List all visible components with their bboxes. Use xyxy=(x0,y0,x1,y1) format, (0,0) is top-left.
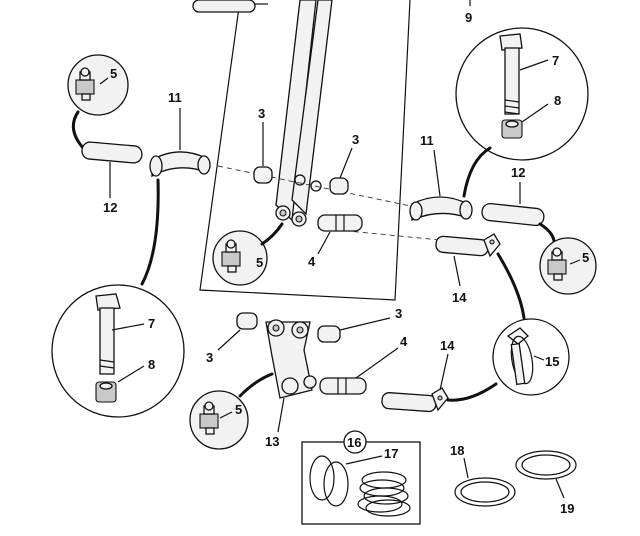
callout-3: 3 xyxy=(258,106,265,121)
callout-16: 16 xyxy=(347,435,361,450)
callout-8: 8 xyxy=(554,93,561,108)
callout-17: 17 xyxy=(384,446,398,461)
pin-4-lower: 4 xyxy=(319,334,408,395)
callout-3: 3 xyxy=(395,306,402,321)
pin-14-upper: 14 xyxy=(435,233,501,305)
grease-nipple-right: 5 xyxy=(539,237,597,295)
detail-bolt-nut-left: 7 8 xyxy=(51,284,185,418)
callout-18: 18 xyxy=(450,443,464,458)
callout-5: 5 xyxy=(235,402,242,417)
pin-14-lower: 14 xyxy=(381,338,455,413)
callout-11: 11 xyxy=(420,133,434,148)
callout-5: 5 xyxy=(110,66,117,81)
detail-lynch-pin: 15 xyxy=(492,318,570,396)
callout-3: 3 xyxy=(352,132,359,147)
detail-bolt-nut-right: 7 8 xyxy=(455,27,589,161)
callout-12: 12 xyxy=(511,165,525,180)
callout-12: 12 xyxy=(103,200,117,215)
bush-3-lower-right: 3 xyxy=(317,306,402,343)
axis-line-upper xyxy=(217,165,431,211)
link-line-7-11 xyxy=(462,146,492,198)
bushing-11-right: 11 xyxy=(409,133,473,221)
pin-12-right: 12 xyxy=(481,165,545,227)
callout-14: 14 xyxy=(452,290,467,305)
top-pin xyxy=(192,0,268,13)
pin-4-upper: 4 xyxy=(308,214,363,269)
link-line-14-15-lower xyxy=(446,382,498,402)
grease-nipple-middle: 5 xyxy=(212,230,268,286)
bush-3-upper-left: 3 xyxy=(253,106,273,184)
callout-7: 7 xyxy=(148,316,155,331)
callout-9: 9 xyxy=(465,10,472,25)
callout-5: 5 xyxy=(582,250,589,265)
grease-nipple-bottom: 5 xyxy=(189,390,249,450)
callout-7: 7 xyxy=(552,53,559,68)
callout-11: 11 xyxy=(168,90,182,105)
link-line-5-boom xyxy=(260,222,284,246)
callout-19: 19 xyxy=(560,501,574,516)
link-line-5-12 xyxy=(71,110,87,152)
callout-4: 4 xyxy=(400,334,408,349)
washer-19: 19 xyxy=(515,450,577,516)
boom-arm xyxy=(275,0,333,227)
bush-3-upper-right: 3 xyxy=(329,132,359,195)
washer-18: 18 xyxy=(450,443,516,507)
boom-frame xyxy=(199,0,411,301)
grease-nipple-top-left: 5 xyxy=(67,54,129,116)
callout-9-group: 9 xyxy=(465,0,472,25)
link-13: 13 xyxy=(265,319,317,449)
callout-15: 15 xyxy=(545,354,559,369)
link-line-5-13 xyxy=(238,372,274,398)
pin-12-left: 12 xyxy=(81,141,143,215)
callout-4: 4 xyxy=(308,254,316,269)
bush-3-lower-left: 3 xyxy=(206,312,258,365)
callout-8: 8 xyxy=(148,357,155,372)
link-line-11-7 xyxy=(140,178,160,286)
bushing-11-left: 11 xyxy=(149,90,211,178)
callout-14: 14 xyxy=(440,338,455,353)
callout-13: 13 xyxy=(265,434,279,449)
link-line-14-15 xyxy=(496,252,526,320)
callout-5: 5 xyxy=(256,255,263,270)
callout-3: 3 xyxy=(206,350,213,365)
seal-kit-box: 16 17 xyxy=(301,430,421,525)
